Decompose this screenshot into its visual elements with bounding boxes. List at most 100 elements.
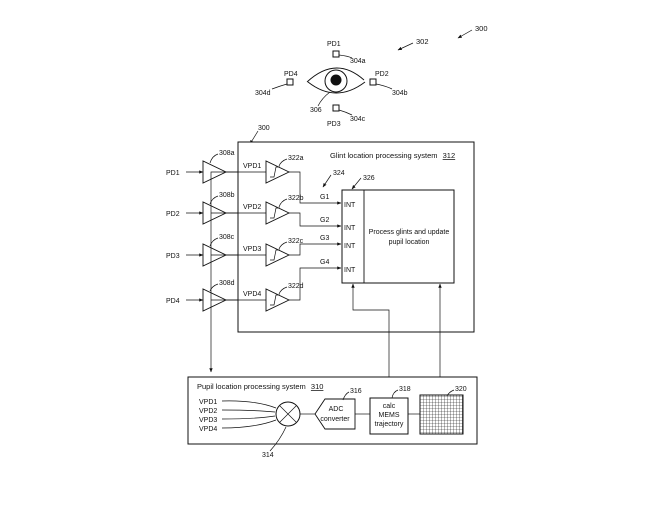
amp-4: [202, 288, 228, 312]
pd3-ref: 304c: [350, 116, 366, 123]
vpd-1: VPD1: [243, 163, 261, 170]
amp-2-ref: 308b: [219, 192, 235, 199]
amp-1: [202, 160, 228, 184]
iris-ref-leader: [317, 91, 331, 107]
amp-4-ref: 308d: [219, 280, 235, 287]
processor-box: [341, 189, 455, 284]
adc-ref: 316: [350, 388, 362, 395]
g4-label: G4: [320, 259, 329, 266]
vpd-3: VPD3: [243, 246, 261, 253]
vpd-bus: [211, 171, 238, 372]
pd1-ref-leader: [338, 54, 353, 59]
pd2-sensor: [369, 78, 377, 86]
g2-line: [289, 212, 342, 228]
processor-ref-arrow: [351, 177, 362, 190]
processor-ref: 326: [363, 175, 375, 182]
glint-sig-ref-arrow: [322, 174, 332, 188]
g2-label: G2: [320, 217, 329, 224]
mixer-icon: [275, 401, 301, 427]
g3-line: [289, 242, 342, 256]
comp-2-symbol: [270, 207, 280, 219]
amp-1-ref: 308a: [219, 150, 235, 157]
mems-text-2: MEMS: [379, 412, 400, 419]
pd1-sensor: [332, 50, 340, 58]
mems-text-1: calc: [383, 403, 396, 410]
grid-ref: 320: [455, 386, 467, 393]
pupil-input-2: VPD2: [199, 408, 217, 415]
mems-block: [369, 397, 409, 435]
comp-1-leader: [278, 158, 288, 167]
mixer-ref: 314: [262, 452, 274, 459]
input-pd2: PD2: [166, 211, 180, 218]
mems-ref-leader: [391, 389, 399, 399]
pupil-input-4: VPD4: [199, 426, 217, 433]
comp-3-leader: [278, 241, 288, 250]
amp-3: [202, 243, 228, 267]
mems-text-3: trajectory: [375, 421, 404, 428]
mems-ref: 318: [399, 386, 411, 393]
comp-4-symbol: [270, 294, 280, 306]
comp-1: [265, 160, 291, 184]
comp-3: [265, 243, 291, 267]
fig-ref-arrow: [457, 29, 473, 39]
pd4-sensor: [286, 78, 294, 86]
int-label-2: INT: [344, 225, 356, 232]
g1-line: [289, 171, 342, 205]
mems-to-processor: [351, 283, 390, 385]
comp-4-leader: [278, 286, 288, 295]
comp-1-ref: 322a: [288, 155, 304, 162]
amp-4-leader: [209, 283, 219, 292]
g1-label: G1: [320, 194, 329, 201]
mixer-ref-leader: [269, 426, 287, 452]
pd1-ref: 304a: [350, 58, 366, 65]
input-pd1: PD1: [166, 170, 180, 177]
pd3-label: PD3: [327, 121, 341, 128]
comp-4-ref: 322d: [288, 283, 304, 290]
adc-ref-leader: [342, 391, 350, 401]
pupil-input-3: VPD3: [199, 417, 217, 424]
amp-3-ref: 308c: [219, 234, 235, 241]
comp-2: [265, 201, 291, 225]
grid-block: [419, 394, 464, 435]
input-pd4: PD4: [166, 298, 180, 305]
comp-1-symbol: [270, 166, 280, 178]
eye-group-ref: 302: [416, 37, 429, 46]
adc-text-2: converter: [320, 416, 350, 423]
input-pd3: PD3: [166, 253, 180, 260]
comp-3-ref: 322c: [288, 238, 304, 245]
pd4-label: PD4: [284, 71, 298, 78]
comp-2-ref: 322b: [288, 195, 304, 202]
comp-4: [265, 288, 291, 312]
pd3-ref-leader: [338, 109, 353, 116]
pd2-ref: 304b: [392, 90, 408, 97]
pd2-label: PD2: [375, 71, 389, 78]
processor-text-1: Process glints and update: [369, 229, 450, 236]
processor-text-2: pupil location: [389, 239, 430, 246]
amp-2: [202, 201, 228, 225]
pd3-sensor: [332, 104, 340, 112]
amp-3-leader: [209, 237, 219, 247]
pupil-input-1: VPD1: [199, 399, 217, 406]
adc-text-1: ADC: [329, 406, 344, 413]
amp-1-leader: [209, 153, 219, 164]
glint-system-title: Glint location processing system 312: [330, 151, 455, 160]
pupil-system-title: Pupil location processing system 310: [197, 382, 323, 391]
comp-3-symbol: [270, 249, 280, 261]
pd4-ref-leader: [271, 83, 288, 90]
vpd-2: VPD2: [243, 204, 261, 211]
g4-line: [289, 266, 342, 301]
fig-ref: 300: [475, 24, 488, 33]
pd2-ref-leader: [375, 83, 393, 90]
pd1-label: PD1: [327, 41, 341, 48]
iris-ref: 306: [310, 107, 322, 114]
int-label-3: INT: [344, 243, 356, 250]
pupil-input-lines: [221, 400, 277, 429]
amp-2-leader: [209, 195, 219, 205]
eye-group-ref-arrow: [397, 42, 414, 51]
pd4-ref: 304d: [255, 90, 271, 97]
glint-sig-ref: 324: [333, 170, 345, 177]
eye-icon: [306, 67, 366, 94]
grid-ref-leader: [446, 389, 455, 397]
int-label-1: INT: [344, 202, 356, 209]
